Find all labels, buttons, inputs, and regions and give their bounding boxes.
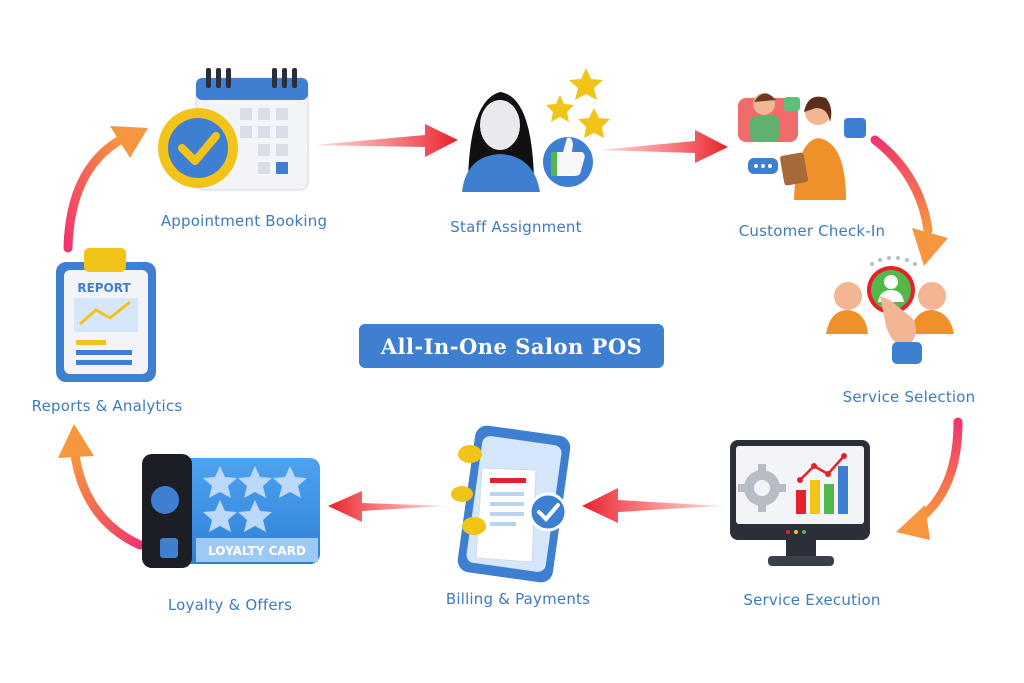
- step-label-reports-analytics: Reports & Analytics: [31, 397, 183, 415]
- check-in-chat-icon: [738, 93, 866, 200]
- report-clipboard-icon: REPORT: [56, 248, 156, 382]
- arrow-booking-to-staff: [315, 124, 458, 157]
- monitor-chart-icon: [730, 440, 870, 566]
- step-label-customer-check-in: Customer Check-In: [738, 222, 886, 240]
- report-text: REPORT: [77, 281, 131, 295]
- arrow-reports-to-booking: [63, 126, 148, 253]
- loyalty-card-text: LOYALTY CARD: [208, 544, 306, 558]
- calendar-check-icon: [158, 68, 309, 191]
- select-person-icon: [826, 256, 954, 364]
- loyalty-card-icon: LOYALTY CARD: [142, 454, 320, 568]
- step-label-billing-payments: Billing & Payments: [445, 590, 591, 608]
- arrow-loyalty-to-reports: [58, 424, 145, 550]
- staff-rating-icon: [462, 68, 610, 192]
- arrow-staff-to-checkin: [600, 130, 728, 163]
- arrow-billing-to-loyalty: [328, 491, 445, 522]
- step-label-service-selection: Service Selection: [842, 388, 976, 406]
- step-label-loyalty-offers: Loyalty & Offers: [167, 596, 293, 614]
- step-label-appointment-booking: Appointment Booking: [160, 212, 328, 230]
- phone-receipt-icon: [451, 425, 571, 583]
- step-label-staff-assignment: Staff Assignment: [450, 218, 582, 236]
- arrow-checkin-to-selection: [870, 135, 948, 266]
- arrow-selection-to-execution: [896, 417, 963, 540]
- center-title: All-In-One Salon POS: [359, 324, 664, 368]
- step-label-service-execution: Service Execution: [743, 591, 881, 609]
- arrow-execution-to-billing: [582, 488, 720, 523]
